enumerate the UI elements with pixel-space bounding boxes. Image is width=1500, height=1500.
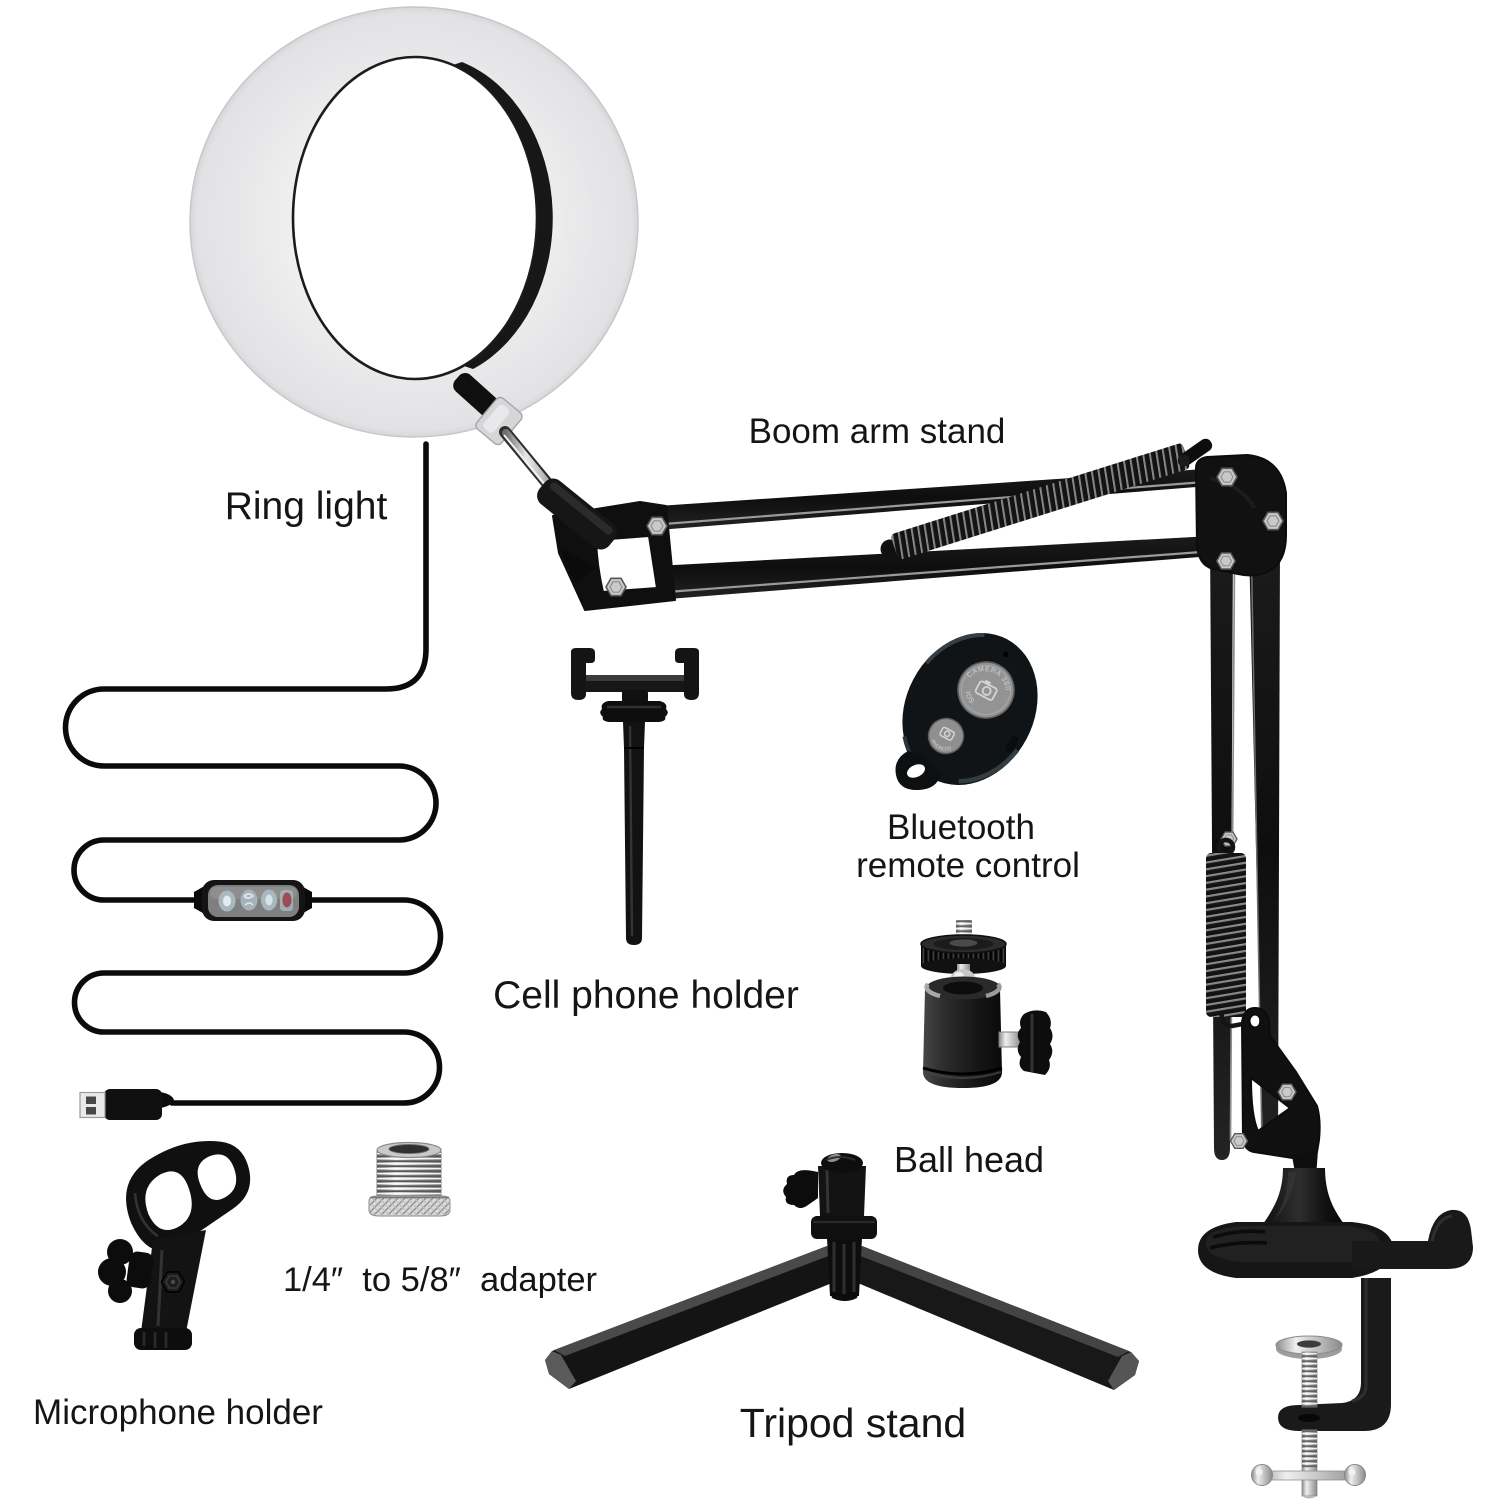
base-cone	[1258, 1168, 1349, 1230]
ring-light	[189, 6, 639, 446]
boom-lower-bracket	[1229, 1007, 1321, 1178]
clamp-screw	[1275, 1335, 1343, 1408]
label-microphone-holder: Microphone holder	[33, 1393, 323, 1432]
label-ring-light: Ring light	[225, 485, 388, 528]
thread-adapter	[368, 1141, 451, 1217]
camera-icon	[974, 679, 998, 701]
boom-spring-horizontal	[880, 438, 1213, 560]
cable-controller	[194, 880, 312, 921]
boom-left-bracket	[537, 478, 676, 611]
tripod-stand	[545, 1153, 1139, 1390]
cell-phone-holder	[571, 648, 699, 945]
label-bluetooth-line1: Bluetooth	[887, 808, 1035, 847]
mic-holder-knob	[98, 1239, 154, 1303]
boom-elbow	[1195, 454, 1287, 577]
usb-plug	[79, 1089, 174, 1120]
camera-icon-small	[939, 726, 956, 741]
label-ball-head: Ball head	[894, 1139, 1044, 1180]
power-cable	[62, 441, 444, 1106]
lower-bar	[656, 536, 1212, 600]
ball-head	[920, 920, 1053, 1088]
label-bluetooth-line2: remote control	[856, 846, 1080, 885]
clamp-screw-lower	[1251, 1429, 1366, 1499]
label-tripod-stand: Tripod stand	[740, 1400, 966, 1446]
label-adapter: 1/4″ to 5/8″ adapter	[283, 1261, 597, 1299]
bluetooth-remote: CAMERA 360 IOS ANDROID	[895, 633, 1038, 791]
label-boom-arm-stand: Boom arm stand	[749, 412, 1006, 451]
controller-buttons	[218, 889, 293, 912]
remote-lanyard-loop	[895, 751, 941, 791]
ring-mount-tab	[475, 396, 523, 446]
desk-clamp-base	[1198, 1209, 1473, 1499]
microphone-holder	[98, 1140, 251, 1350]
boom-spring-vertical	[1206, 831, 1249, 1029]
label-cell-phone-holder: Cell phone holder	[493, 974, 799, 1017]
vertical-bar-back	[1249, 545, 1280, 1152]
boom-arm-stand	[499, 426, 1473, 1499]
